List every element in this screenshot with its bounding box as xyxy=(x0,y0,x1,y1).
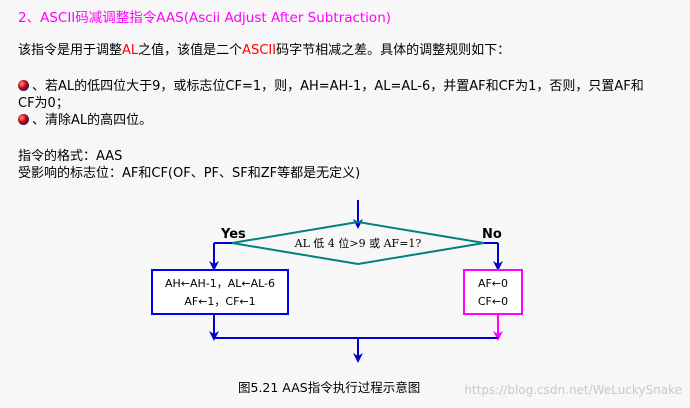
rule-1-line-2: CF为0； xyxy=(18,96,69,111)
intro-before: 该指令是用于调整 xyxy=(18,43,123,58)
decision-text: AL 低 4 位>9 或 AF=1? xyxy=(294,236,422,250)
no-label: No xyxy=(482,227,502,242)
section-heading: 2、ASCII码减调整指令AAS(Ascii Adjust After Subt… xyxy=(18,6,391,26)
no-box-line-2: CF←0 xyxy=(478,295,508,308)
rule-1-line-1: 、若AL的低四位大于9，或标志位CF=1，则，AH=AH-1，AL=AL-6，并… xyxy=(32,79,644,94)
bullet-icon xyxy=(18,114,29,125)
no-action-box xyxy=(463,269,523,315)
flags-line: 受影响的标志位：AF和CF(OF、PF、SF和ZF等都是无定义) xyxy=(18,166,361,181)
figure-caption: 图5.21 AAS指令执行过程示意图 xyxy=(238,380,420,395)
intro-highlight-al: AL xyxy=(122,43,139,58)
intro-after: 码字节相减之差。具体的调整规则如下： xyxy=(276,43,511,58)
yes-label: Yes xyxy=(220,227,246,242)
yes-box-line-2: AF←1，CF←1 xyxy=(184,295,255,308)
rule-2: 、清除AL的高四位。 xyxy=(18,112,152,129)
heading-text: ASCII码减调整指令AAS(Ascii Adjust After Subtra… xyxy=(40,10,392,26)
rule-1-continued: CF为0； xyxy=(18,95,69,112)
intro-middle: 之值，该值是二个 xyxy=(138,43,243,58)
intro-paragraph: 该指令是用于调整AL之值，该值是二个ASCII码字节相减之差。具体的调整规则如下… xyxy=(18,42,510,59)
format-line: 指令的格式：AAS xyxy=(18,149,123,164)
no-box-line-1: AF←0 xyxy=(478,277,508,290)
yes-action-box xyxy=(151,269,289,315)
intro-highlight-ascii: ASCII xyxy=(242,43,277,58)
decision-diamond xyxy=(231,220,485,266)
heading-number: 2、 xyxy=(18,10,41,26)
rule-1: 、若AL的低四位大于9，或标志位CF=1，则，AH=AH-1，AL=AL-6，并… xyxy=(18,78,644,95)
rule-2-text: 、清除AL的高四位。 xyxy=(32,113,153,128)
yes-box-line-1: AH←AH-1，AL←AL-6 xyxy=(165,277,275,290)
bullet-icon xyxy=(18,80,29,91)
watermark: https://blog.csdn.net/WeLuckySnake xyxy=(464,383,682,397)
